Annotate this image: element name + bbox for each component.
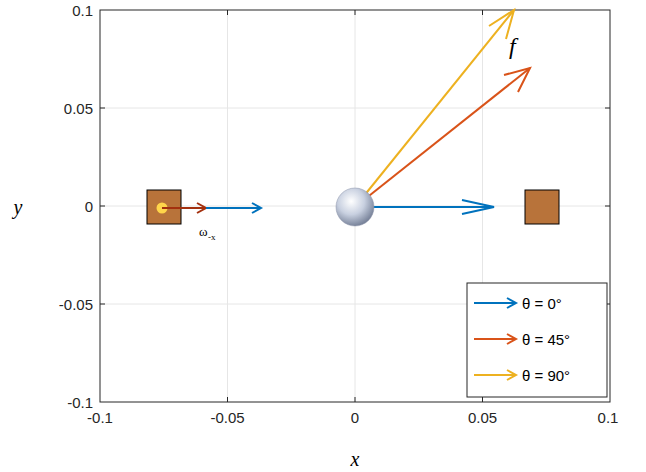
axes-ground: [100, 10, 610, 402]
legend-entry: θ = 0°: [522, 296, 562, 311]
sphere: [336, 188, 374, 226]
tick-label: 0.05: [468, 410, 497, 425]
tick-label: 0.1: [72, 3, 93, 18]
tick-label: 0.1: [598, 410, 619, 425]
omega-arrow: [162, 203, 206, 213]
axis-label: y: [14, 197, 23, 217]
omega-label: ω: [199, 225, 208, 238]
axes-box: [100, 10, 610, 402]
tick-label: -0.1: [87, 410, 113, 425]
force-arrows: [355, 10, 530, 214]
tick-marks: [100, 10, 610, 402]
legend-entry: θ = 90°: [522, 368, 570, 383]
legend-samples: [474, 298, 516, 380]
tick-label: -0.1: [67, 395, 93, 410]
grid-lines: [100, 10, 610, 402]
magnet-block: [525, 190, 559, 224]
tick-label: -0.05: [59, 297, 93, 312]
legend-entry: θ = 45°: [522, 332, 570, 347]
tick-label: 0: [351, 410, 359, 425]
axis-label: x: [351, 449, 360, 469]
velocity-arrow: [206, 203, 261, 213]
omega-subscript: -x: [208, 233, 216, 242]
tick-label: 0.05: [64, 101, 93, 116]
force-label: f: [509, 34, 516, 58]
tick-label: -0.05: [210, 410, 244, 425]
tick-label: 0: [85, 199, 93, 214]
legend-box: [467, 283, 607, 397]
